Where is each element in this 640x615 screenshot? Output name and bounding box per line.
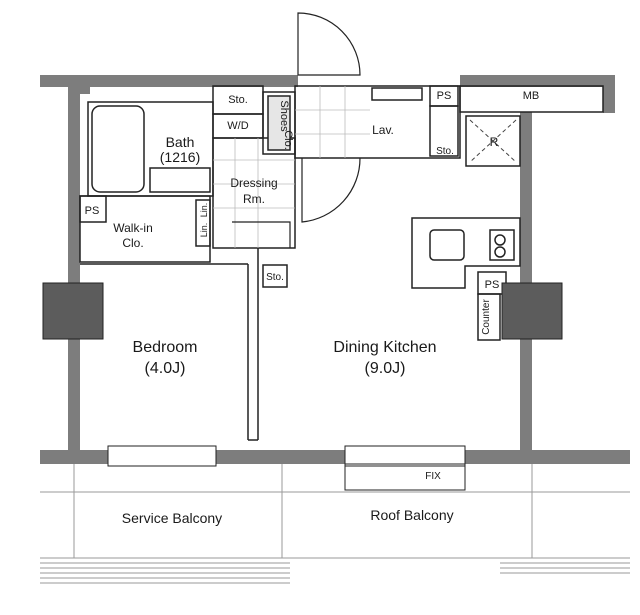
walkin-clo-label: Clo. (122, 236, 143, 250)
balcony-outline (40, 464, 630, 559)
walkin-label: Walk-in (113, 221, 153, 235)
bedroom-label: Bedroom (133, 339, 198, 356)
bath-label: Bath (166, 134, 195, 150)
shoes-clo-label: Clo. (282, 130, 294, 150)
dressing-label: Dressing (230, 176, 277, 190)
lav-label: Lav. (372, 123, 394, 137)
ps-right-label: PS (485, 279, 500, 291)
bath-size: (1216) (160, 149, 200, 165)
lin1-label: Lin. (199, 203, 209, 218)
sto-lav-label: Sto. (436, 146, 454, 157)
interior-walls (79, 85, 521, 441)
facade-wall (40, 445, 630, 491)
dining-kitchen-size: (9.0J) (365, 360, 406, 377)
steps (40, 562, 630, 584)
sto-mid-label: Sto. (266, 272, 284, 283)
structural-columns (42, 282, 563, 340)
bedroom-size: (4.0J) (145, 360, 186, 377)
wd-label: W/D (227, 120, 248, 132)
lin2-label: Lin. (199, 223, 209, 238)
tile-pattern (213, 86, 370, 248)
dining-kitchen-label: Dining Kitchen (333, 339, 436, 356)
ps-top-label: PS (437, 90, 452, 102)
exterior-walls (40, 75, 615, 450)
roof-balcony-label: Roof Balcony (370, 507, 453, 523)
counter-label: Counter (481, 299, 492, 335)
dressing-rm-label: Rm. (243, 192, 265, 206)
fix-label: FIX (425, 471, 441, 482)
mb-label: MB (523, 90, 540, 102)
shoes-label: Shoes (278, 100, 290, 132)
doors (232, 12, 361, 248)
r-cross (469, 119, 517, 163)
r-label: R (490, 135, 499, 149)
labels: Bath (1216) Sto. W/D Shoes Clo. PS MB La… (85, 90, 540, 526)
sto-top-label: Sto. (228, 94, 248, 106)
ps-left-label: PS (85, 205, 100, 217)
service-balcony-label: Service Balcony (122, 510, 222, 526)
